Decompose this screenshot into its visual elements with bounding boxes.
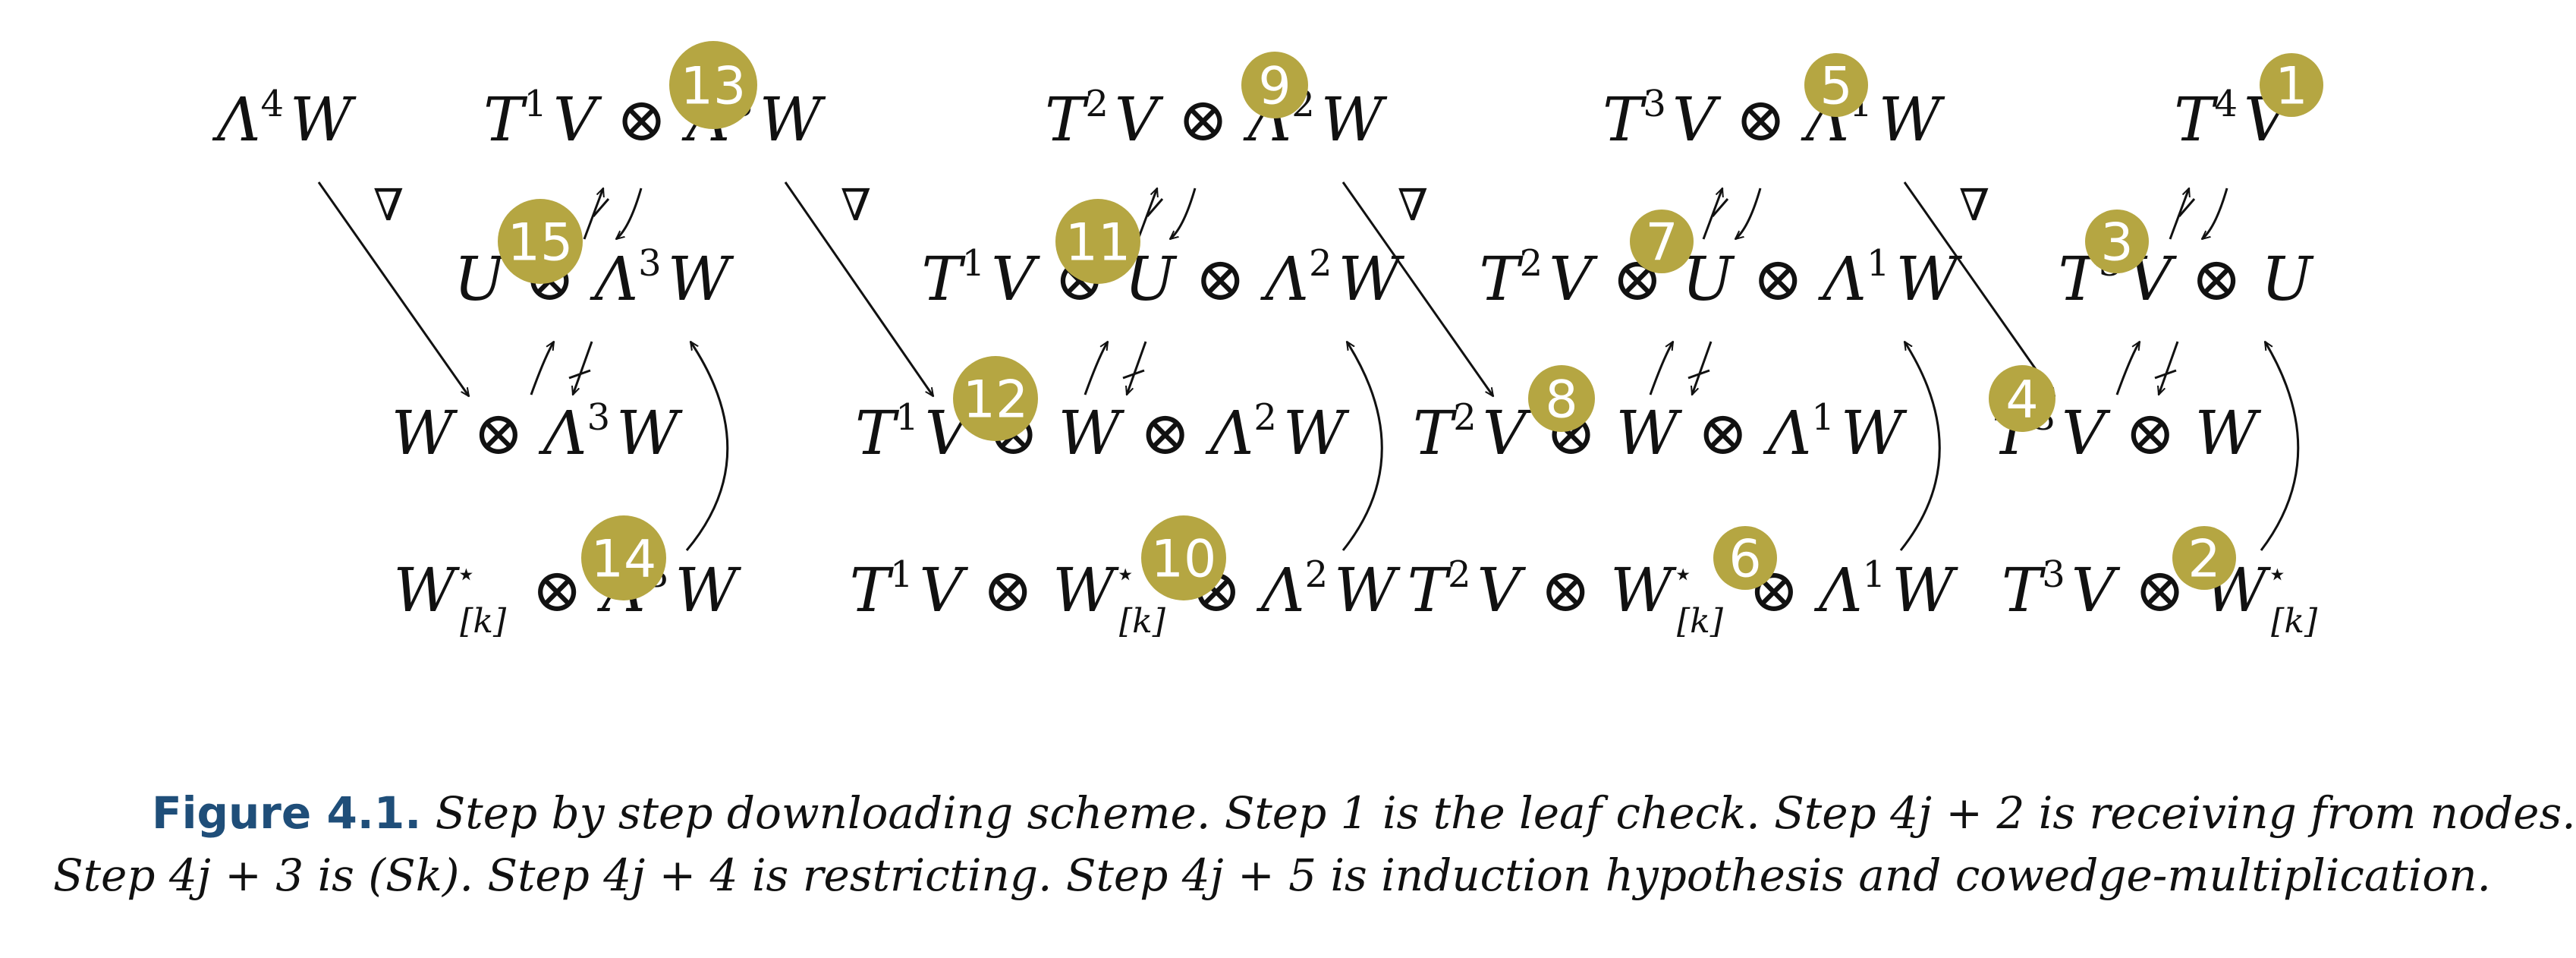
down-arrow-mid-3 — [1692, 341, 1713, 395]
node-T1V_U_L2W: T1 V ⊗ U ⊗ Λ2 W — [921, 242, 1404, 314]
node-L4W: Λ4 W — [212, 83, 357, 155]
down-arrow-tick-mid-2 — [1122, 369, 1145, 380]
down-arrow-mid-4 — [2159, 341, 2179, 395]
svg-text:11: 11 — [1065, 213, 1131, 273]
up-arrow-mid-2 — [1084, 342, 1109, 395]
node-T2V_W_L1W: T2 V ⊗ W ⊗ Λ1 W — [1413, 396, 1908, 468]
svg-text:3: 3 — [2100, 213, 2133, 273]
up-arrow-tick-top-4 — [2178, 198, 2196, 217]
svg-text:9: 9 — [1258, 57, 1291, 117]
nabla-arrow-3 — [1341, 181, 1493, 396]
step-badge-3: 3 — [2085, 210, 2149, 273]
node-T2V_Wk_L1W: T2 V ⊗ W⋆[k] ⊗ Λ1 W — [1408, 553, 1958, 641]
down-arrow-mid-2 — [1127, 341, 1147, 395]
node-W_L3W: W ⊗ Λ3 W — [392, 396, 683, 468]
caption-text-2: Step 4j + 3 is (Sk). Step 4j + 4 is rest… — [53, 849, 2491, 901]
nabla-label-3: ∇ — [1398, 179, 1429, 231]
step-badge-14: 14 — [581, 515, 666, 600]
node-T2V_U_L1W: T2 V ⊗ U ⊗ Λ1 W — [1479, 242, 1962, 314]
nabla-arrow-4 — [1903, 181, 2055, 396]
svg-text:2: 2 — [2188, 530, 2220, 590]
figure-caption: Figure 4.1. Step by step downloading sch… — [53, 782, 2576, 906]
caption-text-1: Step by step downloading scheme. Step 1 … — [435, 787, 2576, 839]
curve-arrow-1 — [685, 342, 729, 551]
svg-text:10: 10 — [1151, 530, 1217, 590]
down-arrow-top-4 — [2202, 188, 2228, 239]
svg-text:1: 1 — [2275, 57, 2307, 117]
up-arrow-top-4 — [2169, 188, 2189, 240]
step-badge-11: 11 — [1055, 199, 1140, 284]
node-T1V_Wk_L2W: T1 V ⊗ W⋆[k] ⊗ Λ2 W — [850, 553, 1401, 641]
diagram-arrows — [317, 181, 2300, 551]
up-arrow-top-2 — [1137, 188, 1157, 240]
up-arrow-top-3 — [1702, 188, 1722, 240]
nabla-label-4: ∇ — [1959, 179, 1990, 231]
down-arrow-tick-mid-1 — [568, 369, 591, 380]
down-arrow-tick-mid-3 — [1687, 369, 1710, 380]
svg-text:6: 6 — [1728, 530, 1761, 590]
up-arrow-mid-1 — [530, 342, 555, 395]
node-Wk_L3W: W⋆[k] ⊗ Λ3 W — [393, 553, 741, 641]
svg-text:4: 4 — [2005, 370, 2038, 430]
svg-text:7: 7 — [1645, 213, 1678, 273]
step-badge-9: 9 — [1241, 52, 1308, 118]
svg-text:15: 15 — [508, 213, 574, 273]
up-arrow-tick-top-1 — [592, 198, 610, 217]
step-badge-12: 12 — [953, 356, 1038, 441]
node-T2V_L2W: T2 V ⊗ Λ2 W — [1045, 83, 1388, 155]
node-T3V_Wk: T3 V ⊗ W⋆[k] — [2002, 553, 2323, 641]
step-badge-6: 6 — [1713, 526, 1777, 590]
node-T1V_W_L2W: T1 V ⊗ W ⊗ Λ2 W — [855, 396, 1350, 468]
step-badge-7: 7 — [1630, 210, 1694, 273]
step-badge-5: 5 — [1804, 53, 1868, 117]
down-arrow-top-3 — [1735, 188, 1762, 239]
nabla-arrow-2 — [784, 181, 933, 396]
svg-text:8: 8 — [1545, 370, 1577, 430]
step-badge-10: 10 — [1141, 515, 1226, 600]
nabla-labels: ∇ ∇ ∇ ∇ — [373, 179, 1990, 231]
step-badge-1: 1 — [2260, 53, 2323, 117]
curve-arrow-4 — [2260, 342, 2300, 551]
step-badge-13: 13 — [669, 41, 757, 129]
up-arrow-tick-top-3 — [1711, 198, 1729, 217]
step-badge-15: 15 — [498, 199, 583, 284]
diagram-nodes: Λ4 W T1 V ⊗ Λ3 W U ⊗ Λ3 W W ⊗ Λ3 W W⋆[k] ⊗ Λ… — [212, 83, 2323, 641]
caption-line-2: Step 4j + 3 is (Sk). Step 4j + 4 is rest… — [53, 844, 2491, 906]
down-arrow-top-2 — [1170, 188, 1197, 239]
up-arrow-mid-4 — [2115, 342, 2141, 395]
node-T3V_L1W: T3 V ⊗ Λ1 W — [1603, 83, 1945, 155]
curve-arrow-2 — [1341, 342, 1383, 551]
svg-text:5: 5 — [1820, 57, 1852, 117]
svg-text:14: 14 — [591, 530, 657, 590]
step-badge-4: 4 — [1989, 365, 2055, 432]
svg-text:12: 12 — [963, 370, 1029, 430]
down-arrow-top-1 — [616, 188, 643, 239]
step-badges: 13 15 14 12 11 10 9 8 7 6 5 4 3 2 1 — [498, 41, 2323, 600]
downloading-scheme-diagram: Λ4 W T1 V ⊗ Λ3 W U ⊗ Λ3 W W ⊗ Λ3 W W⋆[k] ⊗ Λ… — [212, 41, 2323, 641]
node-U_L3W: U ⊗ Λ3 W — [454, 242, 734, 314]
up-arrow-mid-3 — [1649, 342, 1675, 395]
caption-label: Figure 4.1. — [152, 787, 422, 839]
step-badge-8: 8 — [1528, 365, 1595, 432]
up-arrow-tick-top-2 — [1146, 198, 1164, 217]
curve-arrow-3 — [1899, 342, 1941, 551]
svg-text:13: 13 — [681, 57, 747, 117]
node-T1V_L3W: T1 V ⊗ Λ3 W — [483, 83, 826, 155]
down-arrow-mid-1 — [573, 341, 593, 395]
down-arrow-tick-mid-4 — [2154, 369, 2177, 380]
nabla-arrow-1 — [317, 181, 469, 396]
caption-line-1: Figure 4.1. Step by step downloading sch… — [53, 782, 2576, 844]
step-badge-2: 2 — [2172, 526, 2236, 590]
up-arrow-top-1 — [583, 188, 603, 240]
nabla-label-1: ∇ — [373, 179, 404, 231]
nabla-label-2: ∇ — [841, 179, 872, 231]
